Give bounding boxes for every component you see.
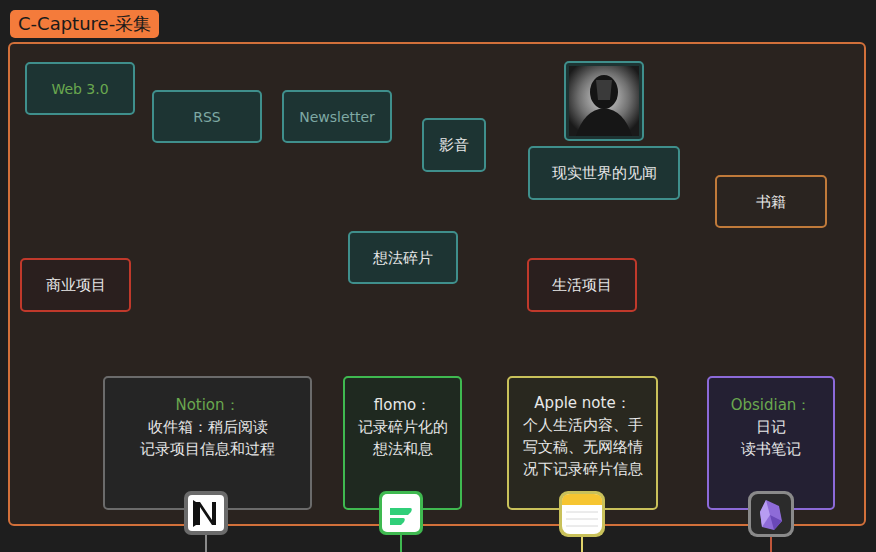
box-heading: Apple note： (517, 392, 648, 414)
box-label: 商业项目 (30, 274, 121, 296)
apple-notes-icon (559, 491, 605, 537)
process-box: Web 3.0 (25, 62, 135, 115)
box-label: 想法碎片 (358, 247, 448, 269)
process-box: 现实世界的见闻 (528, 146, 680, 200)
process-box: 想法碎片 (348, 231, 458, 284)
process-box: Apple note：个人生活内容、手写文稿、无网络情况下记录碎片信息 (507, 376, 658, 510)
stub-line (205, 530, 207, 552)
stub-line (770, 530, 772, 552)
box-label: 生活项目 (537, 274, 627, 296)
box-label: 书籍 (725, 191, 817, 213)
box-label: 现实世界的见闻 (538, 162, 670, 184)
process-box: Obsidian：日记 读书笔记 (707, 376, 835, 510)
stub-line (581, 530, 583, 552)
group-frame: C-Capture-采集Web 3.0RSSNewsletter影音现实世界的见… (8, 42, 866, 526)
box-label: 收件箱：稍后阅读 记录项目信息和过程 (115, 416, 300, 460)
process-box: RSS (152, 90, 262, 143)
box-heading: Obsidian： (729, 394, 813, 416)
box-label: Newsletter (292, 106, 382, 128)
process-box: 书籍 (715, 175, 827, 228)
stub-line (400, 530, 402, 552)
box-heading: Notion： (115, 394, 300, 416)
box-label: 个人生活内容、手写文稿、无网络情况下记录碎片信息 (517, 414, 648, 480)
box-label: 日记 读书笔记 (729, 416, 813, 460)
box-label: Web 3.0 (35, 78, 125, 100)
avatar-photo (565, 62, 643, 140)
box-label: 影音 (430, 134, 478, 156)
box-label: RSS (162, 106, 252, 128)
process-box: flomo：记录碎片化的想法和息 (343, 376, 462, 510)
box-label: 记录碎片化的想法和息 (353, 416, 452, 460)
notion-icon (184, 491, 228, 535)
box-heading: flomo： (353, 394, 452, 416)
flomo-icon (379, 491, 423, 535)
section-title: C-Capture-采集 (10, 10, 159, 38)
process-box: 生活项目 (527, 258, 637, 312)
process-box: Newsletter (282, 90, 392, 143)
process-box: Notion：收件箱：稍后阅读 记录项目信息和过程 (103, 376, 312, 510)
process-box: 商业项目 (20, 258, 131, 312)
process-box: 影音 (422, 118, 486, 172)
obsidian-icon (748, 491, 794, 537)
